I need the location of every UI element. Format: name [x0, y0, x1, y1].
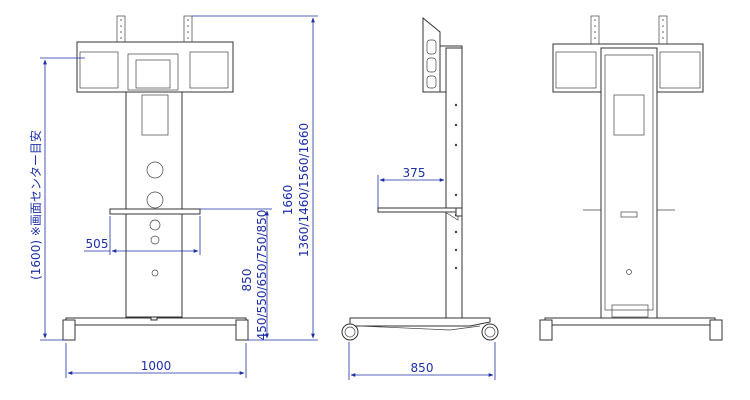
front-bracket-center-panel [127, 53, 179, 91]
rear-outlet [626, 269, 632, 275]
dim-total-height: 1660 [281, 185, 295, 216]
front-cable-hole-4 [150, 235, 160, 245]
front-right-caster [235, 319, 249, 341]
dim-depth-side: 850 [411, 361, 434, 375]
dim-shelf-offset: 375 [403, 166, 426, 180]
rear-rail-holes [594, 19, 664, 39]
rear-base-box [611, 304, 649, 318]
front-base-clamp [150, 316, 158, 321]
front-outlet [151, 269, 159, 277]
front-rail-holes [120, 19, 189, 39]
front-mount-bracket [76, 41, 234, 93]
dim-total-height-range: 1360/1460/1560/1660 [297, 123, 311, 257]
front-cable-hole-3 [149, 219, 161, 231]
dim-shelf-height-range: 450/550/650/750/850 [255, 210, 269, 341]
side-dimensions: 375 850 [348, 166, 496, 380]
dim-shelf-height: 850 [240, 269, 254, 292]
front-bracket-right-panel [189, 51, 229, 89]
rear-column-plate [613, 94, 645, 136]
side-base-curve [359, 325, 481, 331]
dim-screen-center: (1600) ※画面センター目安 [28, 130, 43, 280]
front-column-plate [141, 94, 169, 136]
front-view [62, 15, 249, 341]
side-base [349, 317, 491, 327]
rear-left-caster [539, 319, 553, 341]
front-dimensions: 1000 505 (1600) ※画面センター目安 850 450/550/65… [28, 15, 318, 378]
front-bracket-window [135, 59, 171, 89]
rear-cable-cover [604, 54, 654, 311]
dim-shelf-width: 505 [86, 237, 109, 251]
side-column [445, 47, 463, 319]
side-shelf [377, 207, 459, 213]
rear-view [539, 15, 723, 341]
rear-column [600, 47, 658, 319]
front-left-caster [62, 319, 76, 341]
front-bracket-left-panel [79, 51, 119, 89]
rear-bracket-right-panel [659, 51, 701, 89]
front-column [125, 91, 183, 318]
side-slot-3 [426, 75, 437, 89]
side-right-wheel [481, 323, 499, 341]
rear-handle [620, 211, 638, 218]
rear-base [544, 317, 716, 326]
side-shelf-clamp [455, 207, 463, 217]
rear-right-caster [709, 319, 723, 341]
side-mount-plate [422, 16, 441, 93]
side-slot-2 [426, 57, 437, 73]
side-view [341, 16, 499, 341]
side-slot-1 [426, 39, 437, 55]
side-left-wheel-hub [344, 326, 356, 338]
front-cable-hole-1 [146, 161, 164, 179]
side-right-wheel-hub [484, 326, 496, 338]
dim-width-front: 1000 [141, 359, 172, 373]
rear-bracket-left-panel [555, 51, 597, 89]
front-shelf [109, 208, 201, 215]
front-cable-hole-2 [146, 191, 164, 209]
side-left-wheel [341, 323, 359, 341]
